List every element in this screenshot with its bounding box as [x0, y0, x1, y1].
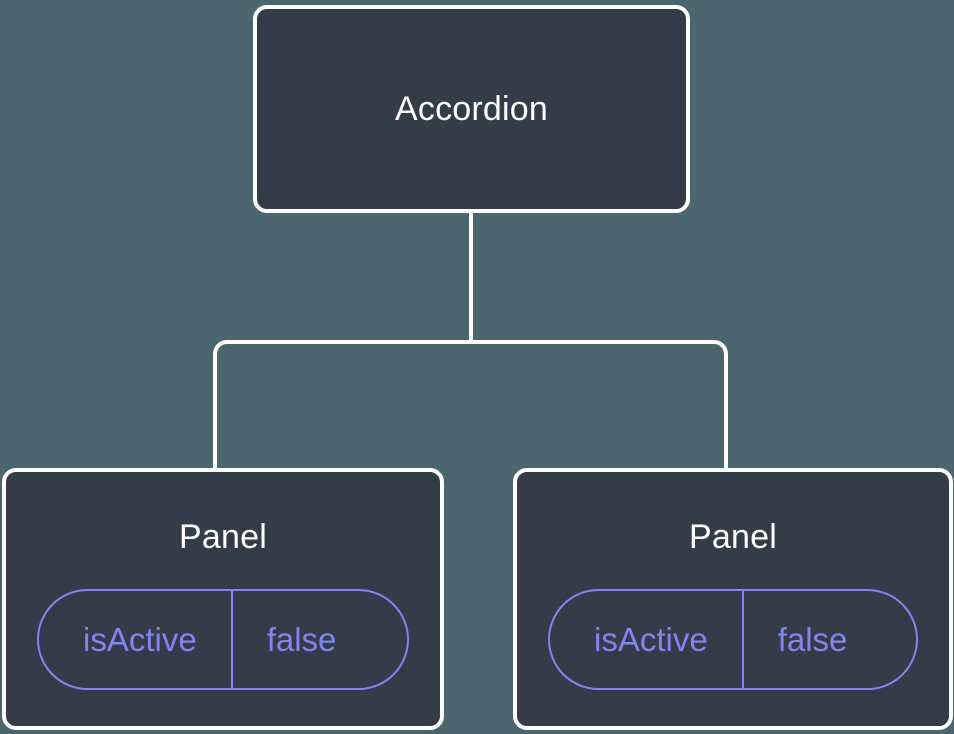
node-accordion[interactable]: Accordion — [253, 5, 690, 213]
prop-badge-isactive[interactable]: isActive false — [548, 589, 918, 690]
node-panel[interactable]: Panel isActive false — [2, 468, 444, 730]
node-title: Panel — [689, 518, 777, 556]
node-title: Accordion — [395, 90, 548, 128]
edge-to-panel-0 — [213, 340, 471, 470]
prop-key: isActive — [39, 591, 233, 688]
prop-value: false — [777, 621, 848, 658]
node-title: Panel — [179, 518, 267, 556]
node-panel[interactable]: Panel isActive false — [513, 468, 953, 730]
edge-to-panel-1 — [471, 340, 728, 470]
prop-key: isActive — [550, 591, 744, 688]
prop-value: false — [266, 621, 337, 658]
prop-badge-isactive[interactable]: isActive false — [37, 589, 409, 690]
